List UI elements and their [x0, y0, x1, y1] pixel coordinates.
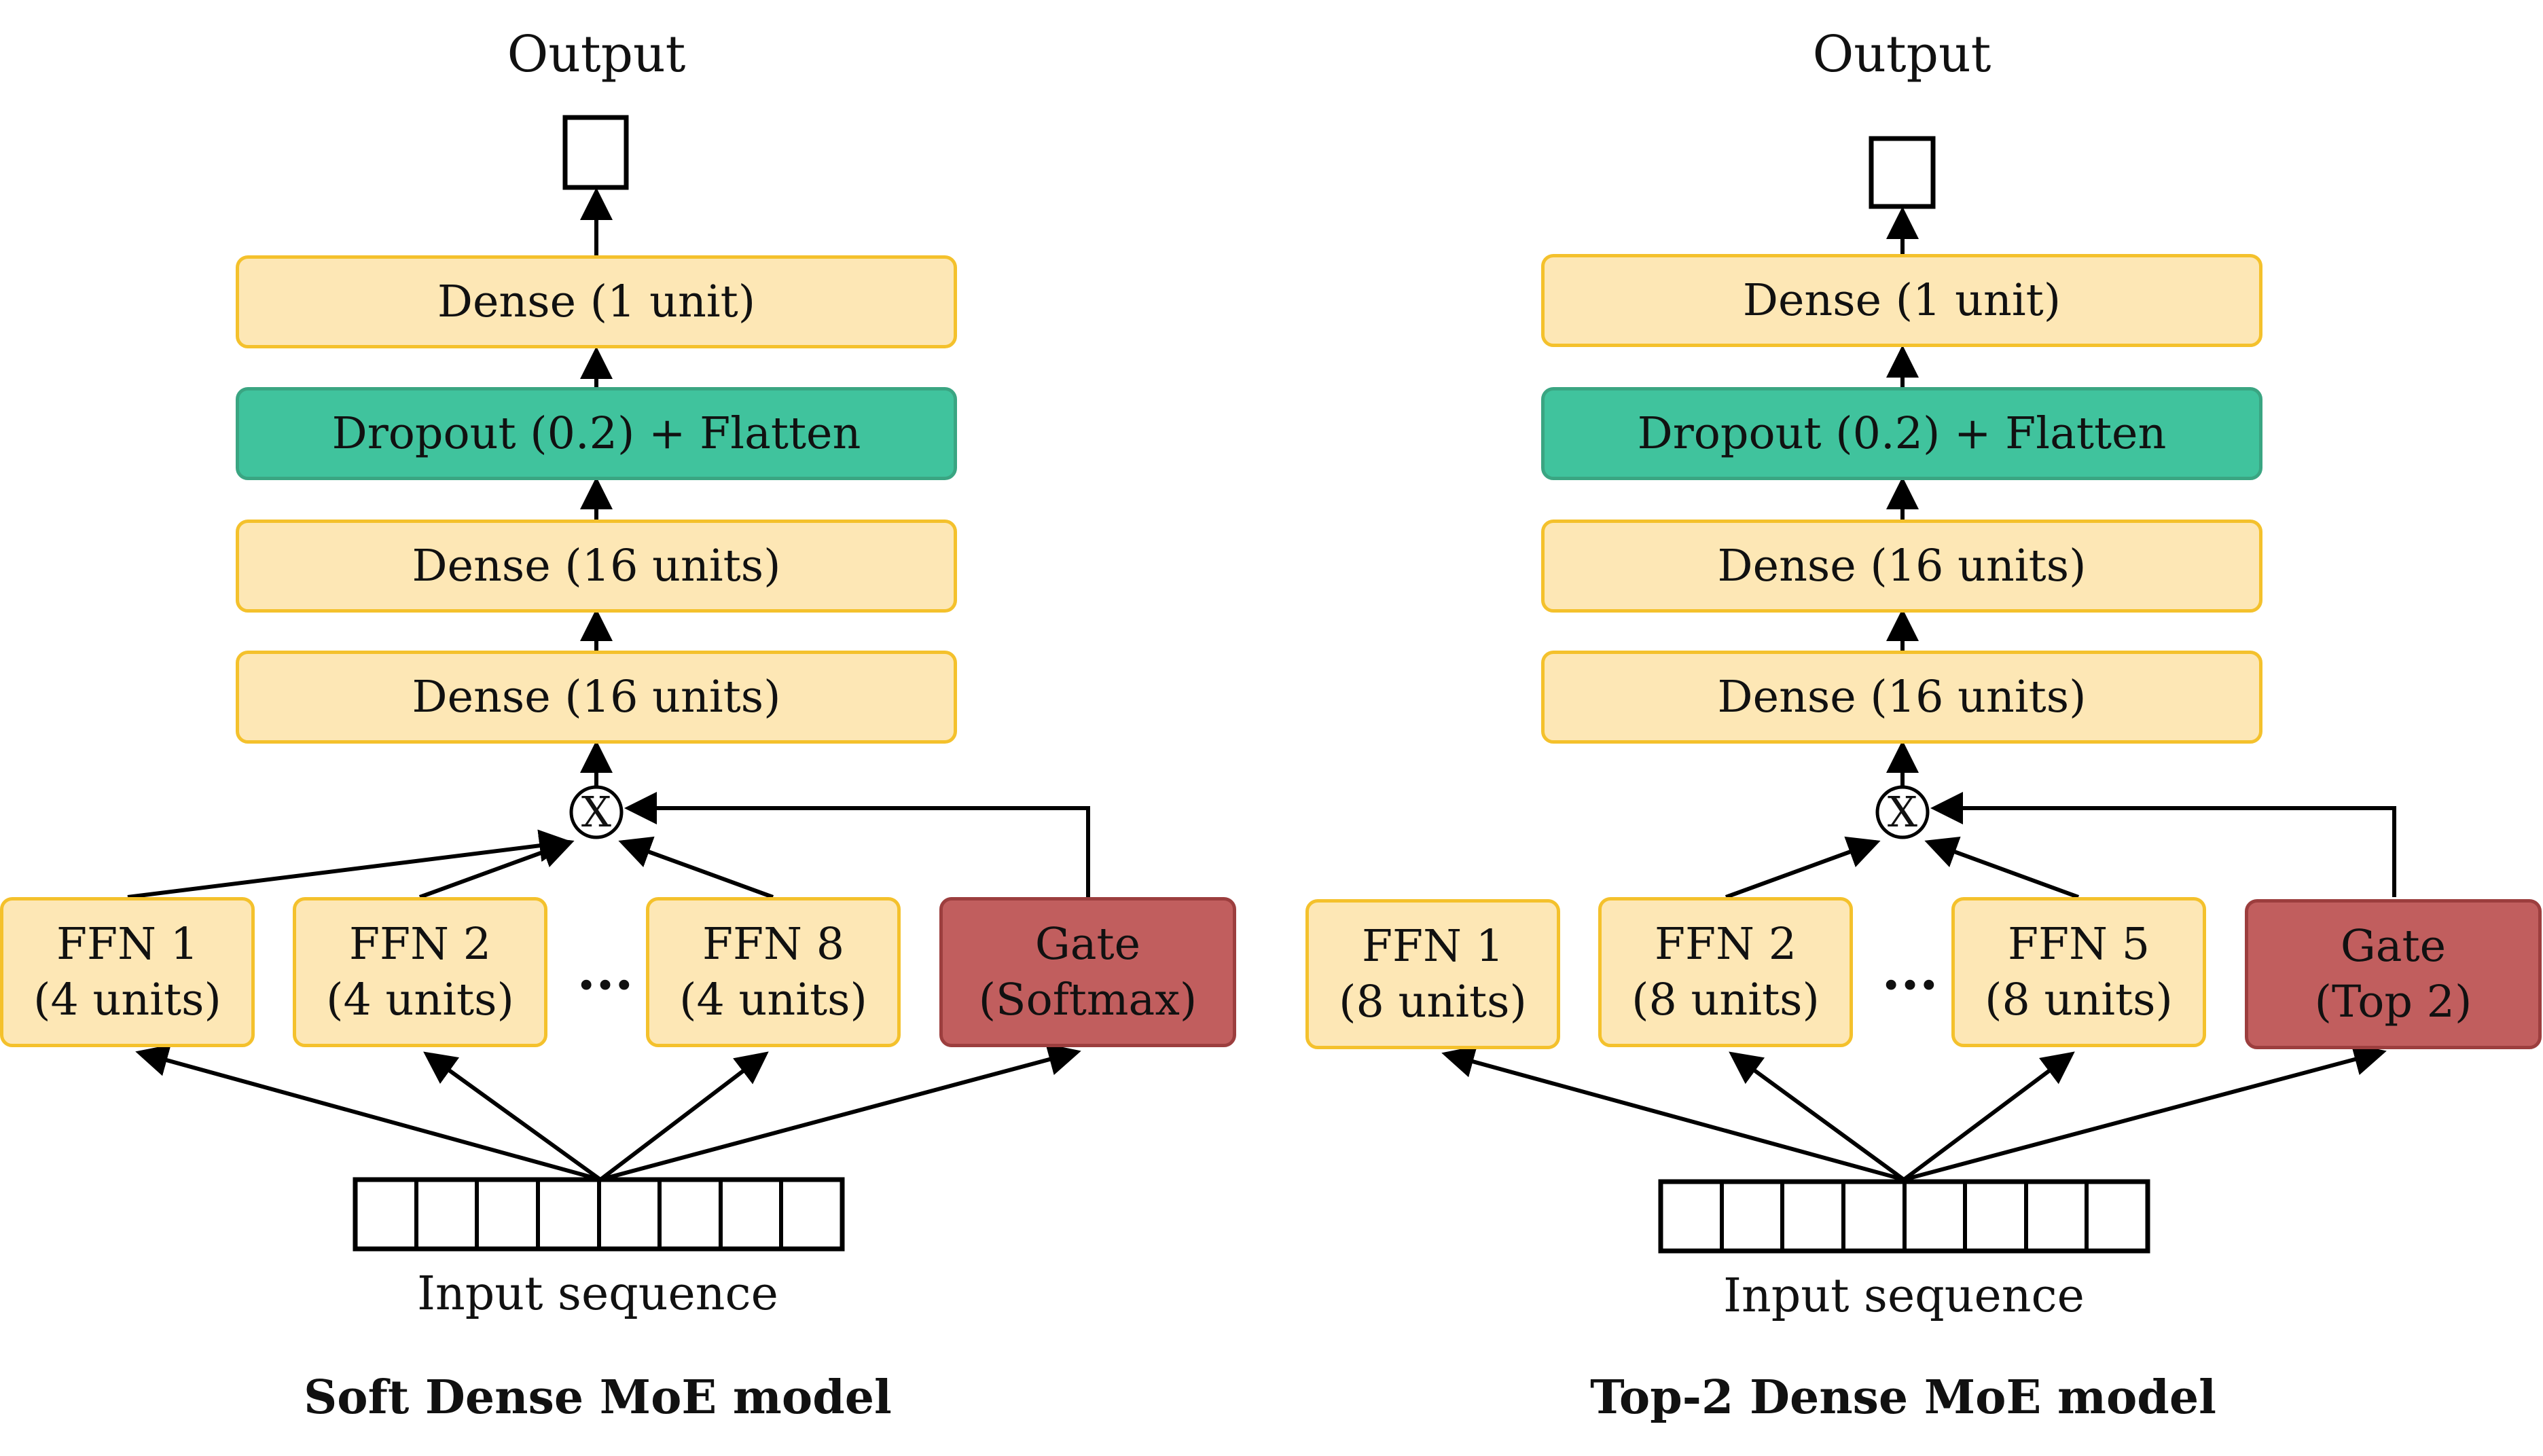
right-expert-ffn2-name: FFN 2: [1654, 919, 1797, 970]
left-expert-ellipsis: ···: [577, 953, 634, 1017]
left-expert-ffn2: FFN 2 (4 units): [293, 897, 547, 1047]
right-dropout-flatten: Dropout (0.2) + Flatten: [1541, 387, 2262, 480]
right-arrow-input-gate: [1903, 1043, 2387, 1182]
right-dense-16-units-a: Dense (16 units): [1541, 520, 2262, 613]
right-output-square: [1869, 136, 1936, 209]
right-arrow-gate-mult: [1930, 792, 2396, 897]
right-gate-detail: (Top 2): [2314, 976, 2472, 1027]
left-arrow-input-ffn8: [599, 1051, 769, 1182]
left-gate-softmax: Gate (Softmax): [939, 897, 1236, 1047]
left-output-square: [562, 115, 629, 190]
right-input-sequence: [1658, 1179, 2150, 1254]
left-input-sequence: [353, 1177, 845, 1252]
left-expert-ffn2-units: (4 units): [326, 974, 514, 1025]
right-expert-ffn2-units: (8 units): [1631, 974, 1820, 1025]
right-expert-ffn5-units: (8 units): [1985, 974, 2173, 1025]
left-expert-ffn8-name: FFN 8: [702, 919, 845, 970]
left-diagram-graphics: [127, 115, 1090, 1252]
left-dense-16-units-b: Dense (16 units): [236, 651, 957, 744]
left-dropout-flatten: Dropout (0.2) + Flatten: [236, 387, 957, 480]
right-arrow-input-ffn2: [1729, 1051, 1905, 1182]
right-diagram-title: Top-2 Dense MoE model: [1590, 1370, 2216, 1425]
left-gate-name: Gate: [1034, 919, 1141, 970]
right-arrow-input-ffn5: [1902, 1051, 2075, 1182]
left-multiply-circle: [569, 785, 624, 839]
right-gate-name: Gate: [2340, 921, 2447, 972]
left-expert-ffn1: FFN 1 (4 units): [0, 897, 255, 1047]
left-output-label: Output: [507, 24, 686, 84]
right-input-label: Input sequence: [1723, 1269, 2085, 1323]
right-dense-1-unit: Dense (1 unit): [1541, 254, 2262, 347]
right-output-label: Output: [1812, 24, 1991, 84]
right-arrow-input-ffn1: [1441, 1045, 1905, 1182]
left-arrow-ffn1-mult: [127, 829, 572, 899]
left-diagram-title: Soft Dense MoE model: [304, 1370, 892, 1425]
left-arrow-input-gate: [600, 1043, 1081, 1182]
left-expert-ffn1-units: (4 units): [33, 974, 221, 1025]
right-gate-top2: Gate (Top 2): [2245, 899, 2542, 1049]
left-expert-ffn2-name: FFN 2: [348, 919, 492, 970]
left-arrow-ffn2-mult: [418, 836, 575, 899]
right-expert-ffn1: FFN 1 (8 units): [1305, 899, 1560, 1049]
left-expert-ffn8-units: (4 units): [679, 974, 867, 1025]
left-arrow-input-ffn2: [423, 1051, 602, 1182]
left-multiply-symbol: X: [581, 787, 612, 837]
left-arrow-ffn8-mult: [618, 836, 774, 899]
left-dense-1-unit: Dense (1 unit): [236, 255, 957, 348]
left-gate-detail: (Softmax): [978, 974, 1197, 1025]
right-expert-ffn5-name: FFN 5: [2007, 919, 2150, 970]
right-expert-ffn2: FFN 2 (8 units): [1598, 897, 1853, 1047]
right-expert-ffn5: FFN 5 (8 units): [1951, 897, 2206, 1047]
right-expert-ellipsis: ···: [1881, 953, 1938, 1017]
right-expert-ffn1-name: FFN 1: [1361, 921, 1504, 972]
left-expert-ffn1-name: FFN 1: [56, 919, 199, 970]
left-expert-ffn8: FFN 8 (4 units): [646, 897, 901, 1047]
right-arrow-ffn2-mult: [1725, 836, 1881, 899]
right-arrow-ffn5-mult: [1924, 836, 2080, 899]
left-dense-16-units-a: Dense (16 units): [236, 520, 957, 613]
right-diagram-graphics: [1441, 136, 2396, 1254]
left-arrow-gate-mult: [624, 792, 1090, 897]
left-arrow-input-ffn1: [135, 1044, 601, 1182]
left-input-label: Input sequence: [417, 1267, 778, 1321]
right-multiply-symbol: X: [1887, 787, 1918, 837]
right-expert-ffn1-units: (8 units): [1339, 976, 1527, 1027]
right-multiply-circle: [1875, 785, 1930, 839]
right-dense-16-units-b: Dense (16 units): [1541, 651, 2262, 744]
